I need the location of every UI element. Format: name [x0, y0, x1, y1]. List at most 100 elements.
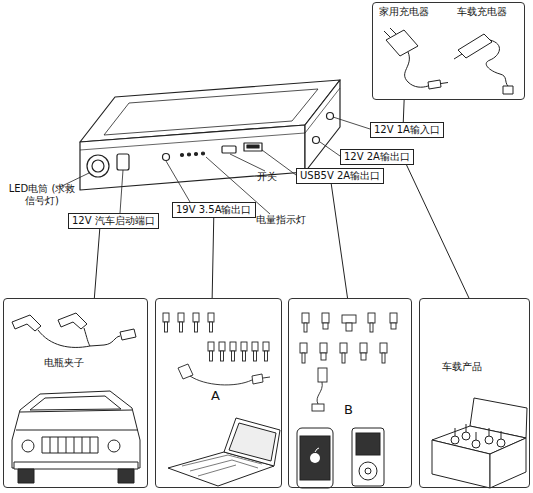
charger-box: 家用充电器车载充电器 — [372, 2, 525, 100]
accessory-panel: 车载产品 — [419, 298, 530, 488]
panel-caption: A — [211, 389, 220, 403]
phone-and-player — [297, 428, 384, 488]
jeep — [12, 391, 140, 483]
car-charger-tip — [454, 54, 462, 59]
tip-pin — [321, 353, 326, 360]
phone-logo-leaf — [315, 448, 319, 452]
car-charger-cable — [486, 40, 508, 86]
panel-caption: 电瓶夹子 — [44, 357, 84, 369]
tip-body — [380, 343, 387, 353]
cooler-side — [490, 438, 526, 488]
port-label-box: 19V 3.5A输出口 — [172, 202, 256, 218]
tip-pin — [254, 351, 257, 361]
tip-pin — [382, 353, 385, 363]
tip-body — [241, 342, 247, 351]
port-label-box: 12V 汽车启动端口 — [68, 213, 159, 229]
wall-adapter — [386, 30, 418, 56]
connector-line — [407, 165, 469, 298]
cable-a — [190, 376, 252, 385]
port-label-box: 12V 1A输入口 — [370, 122, 444, 138]
led-lens-inner — [92, 160, 104, 172]
tip-body — [193, 313, 199, 322]
tip-pin — [221, 351, 224, 361]
jeep-wheel — [118, 469, 134, 483]
car-cooler — [432, 398, 527, 488]
part-label: 电量指示灯 — [256, 214, 306, 226]
adapter-prongs — [384, 28, 396, 37]
player-wheel — [359, 462, 377, 480]
input-port-12v — [327, 113, 334, 120]
jeep-body — [12, 391, 140, 468]
output-port-12v — [313, 137, 320, 144]
usb-port — [244, 143, 262, 151]
leader-line — [333, 117, 370, 129]
bottle — [485, 436, 493, 444]
bottle — [462, 432, 470, 440]
player-screen — [356, 433, 380, 455]
jeep-headlight — [22, 440, 34, 452]
clamp — [58, 313, 87, 329]
tip-body — [390, 313, 397, 323]
clamp-cable — [90, 336, 120, 346]
bottle-necks — [455, 424, 501, 440]
leader-line — [230, 154, 265, 171]
jeep-windshield — [30, 396, 121, 410]
port-label-box: 12V 2A输出口 — [340, 149, 414, 165]
connector-line — [212, 218, 214, 298]
tip-body — [342, 315, 356, 323]
tip-body — [208, 313, 214, 322]
jeep-grille-bars — [50, 437, 90, 453]
port-label-text: 12V 2A输出口 — [344, 151, 410, 163]
tip-body — [219, 342, 225, 351]
tip-body — [368, 313, 375, 323]
leader-line — [320, 142, 340, 156]
phone — [297, 428, 333, 488]
port-label-text: 19V 3.5A输出口 — [176, 204, 252, 216]
leader-line — [166, 161, 190, 202]
tip-body — [320, 343, 327, 353]
car-start-port — [117, 154, 129, 170]
cable-plug — [252, 374, 263, 384]
tip-pin — [265, 351, 268, 361]
tip-body — [360, 343, 367, 353]
tip-body — [340, 343, 347, 353]
jeep-hood — [16, 410, 138, 430]
adapter-cable — [405, 52, 428, 87]
tip-pin — [232, 351, 235, 361]
charger-illustrations — [384, 28, 513, 94]
connector-line — [94, 229, 99, 298]
laptop-screen — [224, 418, 280, 466]
car-charger-plug — [503, 86, 513, 94]
laptop-display — [229, 423, 276, 461]
accessory-panel: A — [155, 298, 282, 488]
phone-logo — [310, 453, 320, 463]
led-lens — [87, 155, 109, 177]
clamp-plug — [120, 329, 136, 340]
tip-pin — [210, 322, 213, 332]
tip-pin — [243, 351, 246, 361]
accessory-panel: B — [288, 298, 412, 488]
tip-pin — [180, 322, 183, 332]
phone-screen — [300, 436, 330, 480]
power-bank-front — [80, 125, 305, 190]
tip-pin — [165, 322, 168, 332]
battery-clamps — [12, 313, 136, 347]
indicator-led — [188, 153, 191, 156]
tip-pin — [361, 353, 366, 360]
part-label: LED电筒 (求救信号灯) — [8, 183, 76, 207]
clamp-cable — [38, 330, 90, 347]
music-player — [352, 428, 384, 486]
accessory-panel: 电瓶夹子 — [3, 298, 148, 488]
jeep-headlight — [108, 440, 120, 452]
tip-body — [302, 313, 309, 323]
power-switch — [222, 146, 236, 153]
clamp — [12, 315, 41, 331]
tip-body — [252, 342, 258, 351]
tip-pin — [391, 323, 396, 329]
tip-pin — [346, 323, 352, 331]
adapter-plug-tip — [441, 83, 448, 84]
port-label-box: USB5V 2A输出口 — [296, 168, 384, 184]
